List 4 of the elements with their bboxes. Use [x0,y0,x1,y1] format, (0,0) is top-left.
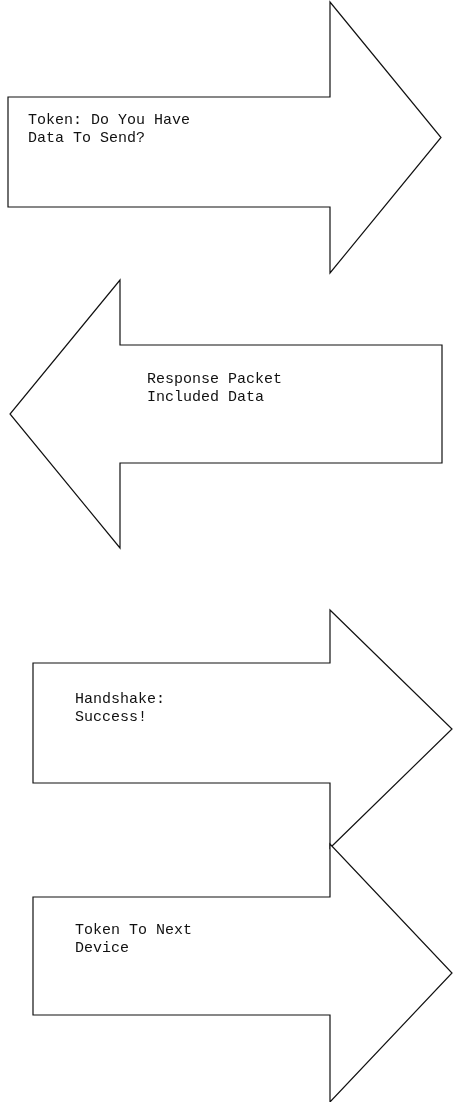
arrow-label: Token To Next Device [75,922,194,958]
arrow-label: Handshake: Success! [75,691,166,727]
arrow-label: Response Packet Included Data [147,371,284,407]
arrow-label: Token: Do You Have Data To Send? [28,112,192,148]
